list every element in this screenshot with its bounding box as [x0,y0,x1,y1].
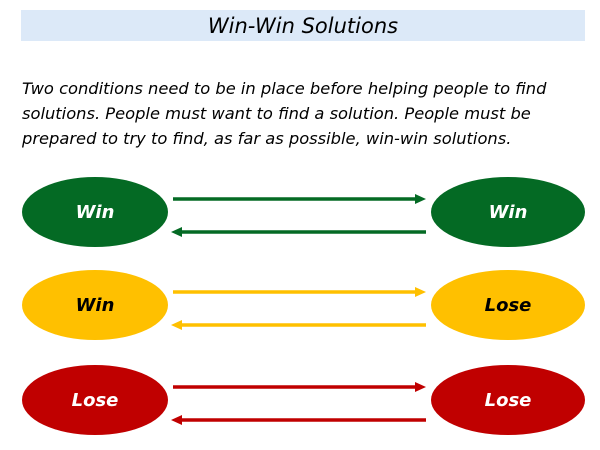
right-label: Win [489,202,528,223]
slide-title: Win-Win Solutions [207,13,399,38]
arrow-right-head [415,382,426,392]
arrow-left-head [171,227,182,237]
right-label: Lose [485,390,532,411]
left-ellipse [22,365,168,435]
intro-text: Two conditions need to be in place befor… [22,79,547,148]
left-label: Lose [72,390,119,411]
right-ellipse [431,177,585,247]
left-ellipse [22,177,168,247]
right-ellipse [431,365,585,435]
right-ellipse [431,270,585,340]
arrow-right-head [415,194,426,204]
arrow-left-head [171,415,182,425]
right-label: Lose [485,295,532,316]
title-bar: Win-Win Solutions [21,10,585,41]
left-label: Win [76,295,115,316]
arrow-left-head [171,320,182,330]
left-label: Win [76,202,115,223]
left-ellipse [22,270,168,340]
arrow-right-head [415,287,426,297]
